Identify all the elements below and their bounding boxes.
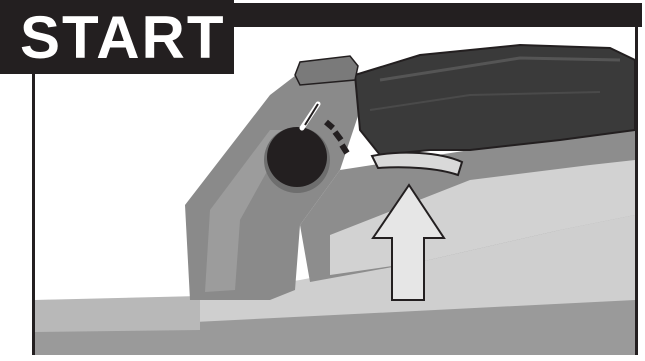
housing-front: [35, 296, 200, 332]
page-title: START: [20, 4, 226, 72]
top-nub: [295, 56, 358, 85]
title-tab: START: [0, 0, 234, 74]
